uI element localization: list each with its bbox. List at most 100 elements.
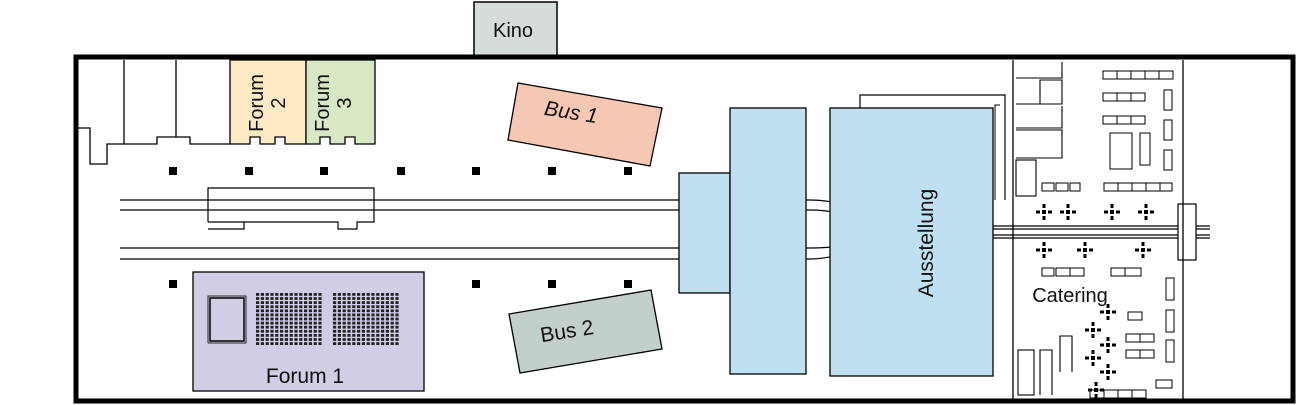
catering-table — [1069, 182, 1081, 192]
seat — [256, 321, 260, 325]
chair — [1094, 388, 1098, 392]
seat — [390, 305, 394, 309]
seat — [352, 301, 356, 304]
seat — [260, 301, 264, 304]
seat — [294, 334, 298, 337]
catering-table — [1055, 182, 1069, 192]
seat — [366, 305, 370, 309]
seat — [333, 338, 337, 341]
seat — [294, 301, 298, 304]
seat — [304, 338, 308, 341]
seat — [366, 342, 370, 345]
seat — [304, 342, 308, 345]
seat — [265, 325, 269, 329]
room-forum-1[interactable]: Forum 1 — [192, 271, 425, 392]
seat — [347, 325, 351, 329]
seat — [270, 325, 274, 329]
seat — [284, 305, 288, 309]
forum-3-label-line2: 3 — [334, 97, 356, 108]
seat — [347, 293, 351, 296]
seat — [376, 293, 380, 296]
room-forum-3[interactable]: Forum 3 — [305, 59, 376, 145]
seat — [270, 293, 274, 296]
catering-table — [1145, 182, 1161, 192]
room-bus-1[interactable]: Bus 1 — [507, 82, 663, 167]
catering-table — [1110, 267, 1126, 277]
seat — [313, 338, 317, 341]
chair — [1042, 248, 1046, 252]
catering-table — [1163, 89, 1173, 111]
seat — [313, 313, 317, 317]
room-catering[interactable]: Catering — [1012, 60, 1184, 400]
chair — [1036, 248, 1040, 252]
chair — [1048, 248, 1052, 252]
seat — [376, 309, 380, 313]
seat — [280, 334, 284, 337]
seat — [337, 325, 341, 329]
seat — [294, 293, 298, 296]
seat — [385, 297, 389, 300]
catering-table — [1041, 182, 1055, 192]
chair — [1089, 248, 1093, 252]
seat — [313, 342, 317, 345]
seat — [256, 325, 260, 329]
stage — [209, 297, 245, 342]
seat — [352, 305, 356, 309]
chair — [1077, 248, 1081, 252]
seat — [256, 293, 260, 296]
seat — [294, 338, 298, 341]
seat — [318, 293, 322, 296]
catering-table — [1144, 70, 1160, 80]
seat — [390, 309, 394, 313]
seat — [371, 317, 375, 321]
seat — [270, 338, 274, 341]
seat — [347, 321, 351, 325]
seat — [308, 325, 312, 329]
seat — [280, 309, 284, 313]
seat — [357, 338, 361, 341]
seat — [385, 317, 389, 321]
catering-table — [1124, 267, 1142, 277]
seat — [385, 301, 389, 304]
seat — [347, 342, 351, 345]
seat — [357, 342, 361, 345]
room-ausstellung[interactable]: Ausstellung — [678, 94, 1006, 377]
seat — [256, 334, 260, 337]
seat — [318, 309, 322, 313]
seat — [381, 317, 385, 321]
seat — [376, 317, 380, 321]
seat — [337, 321, 341, 325]
seat — [376, 321, 380, 325]
seat — [385, 334, 389, 337]
room-forum-2[interactable]: Forum 2 — [229, 59, 307, 145]
seat — [318, 329, 322, 333]
seat — [366, 309, 370, 313]
seat — [280, 293, 284, 296]
seat — [308, 309, 312, 313]
seat — [342, 297, 346, 300]
catering-table — [1069, 267, 1085, 277]
seat — [366, 329, 370, 333]
seat — [308, 313, 312, 317]
seat — [260, 325, 264, 329]
room-bus-2[interactable]: Bus 2 — [508, 289, 663, 374]
catering-table — [1109, 132, 1133, 170]
catering-table — [1139, 132, 1151, 166]
room-kino[interactable]: Kino — [473, 1, 558, 58]
chair — [1083, 248, 1087, 252]
seat — [357, 301, 361, 304]
seat — [284, 301, 288, 304]
seat — [299, 305, 303, 309]
seat — [260, 297, 264, 300]
seat — [256, 338, 260, 341]
seat — [337, 329, 341, 333]
chair — [1066, 204, 1070, 208]
seat — [385, 293, 389, 296]
seat — [357, 309, 361, 313]
catering-table — [1116, 92, 1132, 102]
seat — [265, 301, 269, 304]
seat — [342, 342, 346, 345]
chair — [1110, 204, 1114, 208]
seat — [381, 342, 385, 345]
chair — [1091, 356, 1095, 360]
